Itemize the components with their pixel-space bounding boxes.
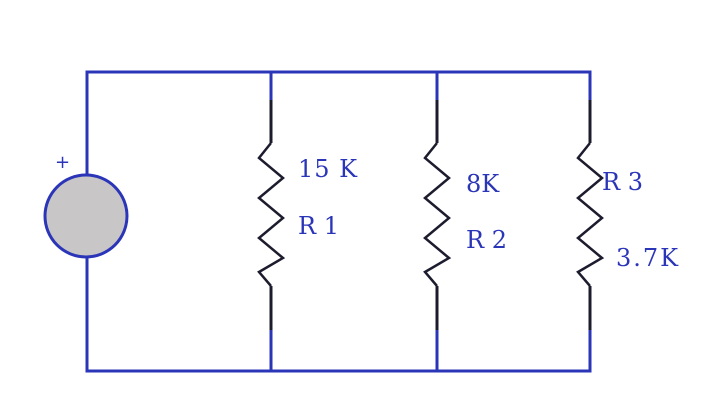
resistor-r2: 8K R 2	[423, 100, 507, 330]
r1-zigzag-icon	[257, 142, 286, 287]
resistor-r3: R 3 3.7K	[576, 100, 680, 330]
r1-name-label: R 1	[298, 212, 339, 240]
voltage-source: +	[43, 152, 129, 259]
r3-value-label: 3.7K	[616, 244, 680, 272]
r2-value-label: 8K	[466, 170, 500, 198]
r3-name-label: R 3	[602, 168, 643, 196]
r3-zigzag-icon	[576, 142, 605, 287]
r1-value-label: 15 K	[298, 155, 358, 183]
resistor-r1: 15 K R 1	[257, 100, 358, 330]
polarity-plus-label: +	[55, 152, 70, 173]
voltage-source-icon	[43, 173, 129, 259]
r2-name-label: R 2	[466, 226, 507, 254]
circuit-wires	[85, 70, 592, 373]
r2-zigzag-icon	[423, 142, 452, 287]
